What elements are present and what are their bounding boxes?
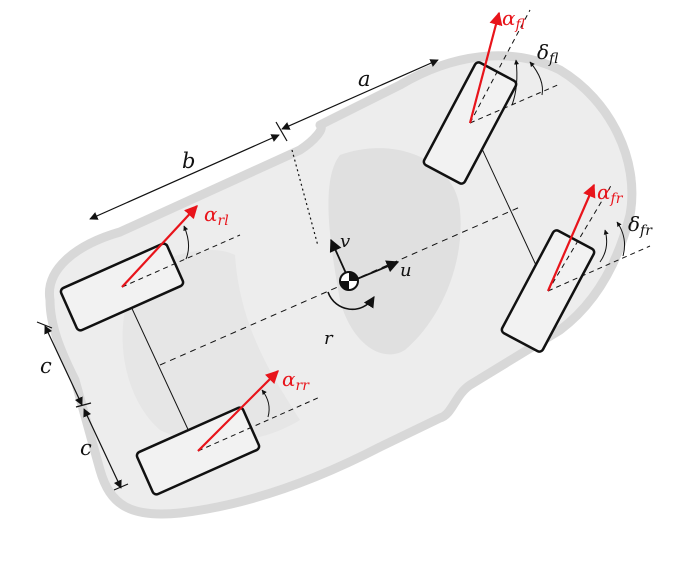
delta-fr-arc xyxy=(616,221,625,257)
label-alpha-rl: αrl xyxy=(204,202,229,229)
wheel-heading-lines xyxy=(121,9,651,452)
label-u: u xyxy=(400,260,412,281)
rr-velocity-arrow xyxy=(197,370,279,452)
dim-tick-c-top xyxy=(36,321,53,329)
alpha-rr-arc xyxy=(261,389,270,418)
label-v: v xyxy=(340,231,350,252)
fl-heading-line-body xyxy=(469,83,561,124)
delta-fl-arc xyxy=(529,61,543,96)
dimension-lines xyxy=(36,59,439,491)
reference-lines xyxy=(121,122,549,452)
rl-heading-line xyxy=(121,234,241,288)
yaw-rate-arc xyxy=(327,291,375,311)
dim-c-bottom-line xyxy=(83,408,122,489)
alpha-rl-arc xyxy=(183,225,190,260)
label-r: r xyxy=(324,328,334,349)
fl-heading-line-wheel xyxy=(469,9,531,124)
dim-c-top-line xyxy=(44,325,83,406)
rear-axle-line xyxy=(121,286,199,452)
center-of-gravity-symbol xyxy=(339,271,359,291)
fr-heading-line-wheel xyxy=(547,183,613,292)
angle-arcs xyxy=(183,59,625,418)
label-delta-fr: δfr xyxy=(628,212,653,239)
u-axis-arrow xyxy=(351,260,400,282)
label-delta-fl: δfl xyxy=(537,40,559,67)
label-b: b xyxy=(182,149,195,173)
label-c-bottom: c xyxy=(80,436,92,460)
dim-tick-c-mid xyxy=(75,402,92,408)
label-alpha-fl: αfl xyxy=(502,6,526,33)
label-c-top: c xyxy=(40,354,52,378)
rr-heading-line xyxy=(197,396,321,452)
labels: a b c c v u r αrl αrr αfl αfr δfl δfr xyxy=(40,6,653,460)
alpha-fl-arc xyxy=(511,59,519,106)
label-alpha-rr: αrr xyxy=(282,367,310,394)
wheel-velocity-vectors xyxy=(121,11,596,452)
label-a: a xyxy=(358,67,371,91)
dim-tick-c-bottom xyxy=(113,483,129,491)
alpha-fr-arc xyxy=(599,229,609,263)
front-axle-line xyxy=(469,122,549,292)
cg-dotted-line xyxy=(291,149,319,247)
fr-heading-line-body xyxy=(547,245,651,292)
car-cabin xyxy=(328,148,461,355)
fl-velocity-arrow xyxy=(468,11,503,124)
label-alpha-fr: αfr xyxy=(597,180,624,207)
dim-a-line xyxy=(281,59,439,130)
dim-b-line xyxy=(89,134,280,220)
dim-tick-ab xyxy=(275,121,288,142)
fr-velocity-arrow xyxy=(546,183,596,292)
